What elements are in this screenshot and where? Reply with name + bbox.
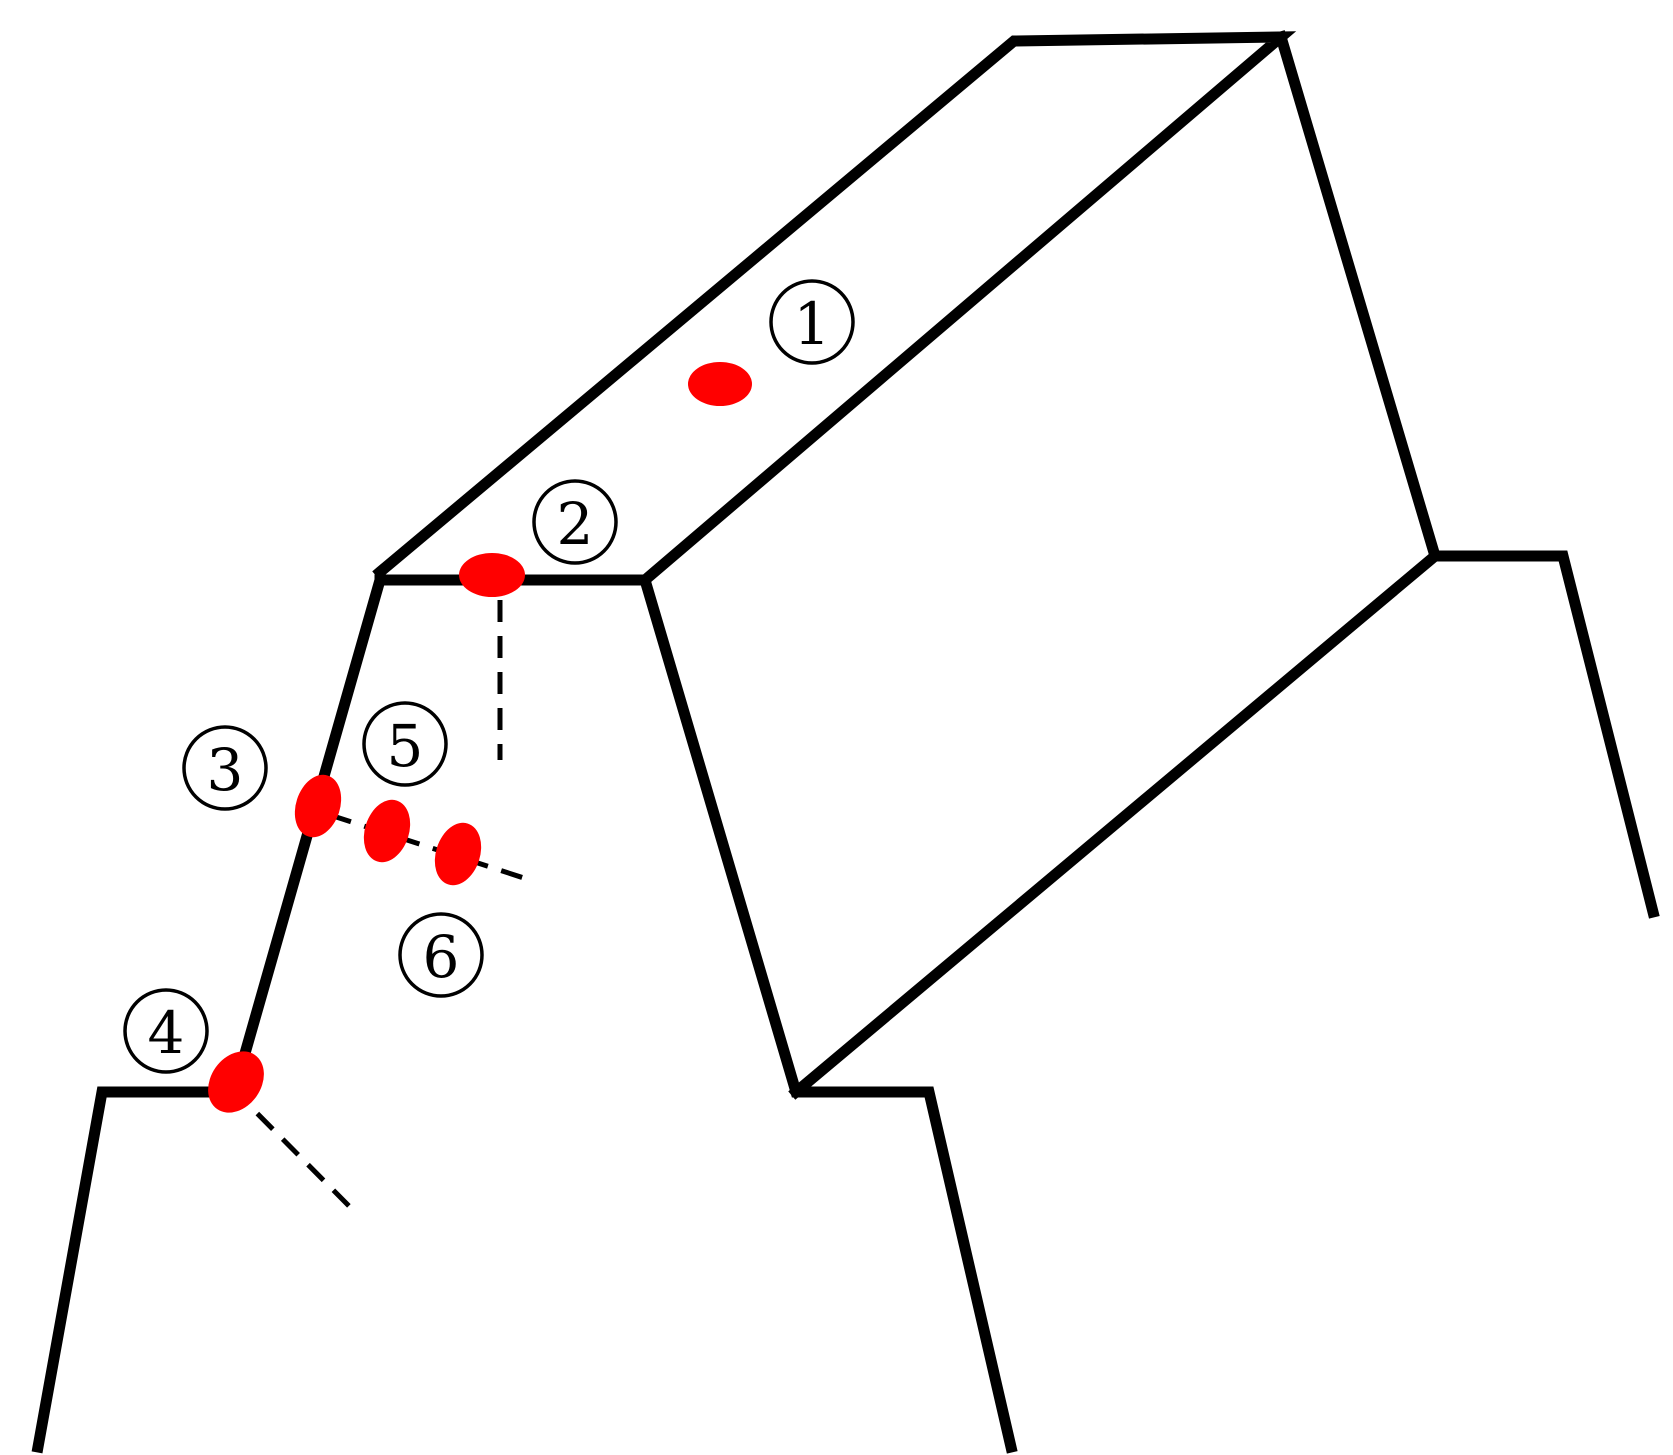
measurement-point-5: [363, 799, 411, 863]
measurement-point-2: [459, 553, 525, 597]
tooth-flank-left-front: [31, 573, 387, 1454]
marker-ring: [123, 988, 209, 1074]
tooth-top-face-outline: [372, 31, 1297, 586]
tooth-flank-right-front: [638, 573, 1018, 1454]
marker-2: 2: [532, 479, 618, 565]
marker-label: 4: [148, 999, 185, 1067]
marker-label: 6: [423, 923, 460, 991]
marker-ring: [769, 279, 855, 365]
guide-line-4: [230, 1086, 352, 1209]
measurement-point-6: [434, 822, 482, 886]
marker-ring: [362, 701, 448, 787]
marker-label: 2: [557, 490, 594, 558]
marker-1: 1: [769, 279, 855, 365]
measurement-points: [208, 362, 752, 1113]
marker-ring: [398, 912, 484, 998]
marker-label: 1: [794, 290, 831, 358]
marker-label: 3: [207, 736, 244, 804]
marker-ring: [532, 479, 618, 565]
marker-4: 4: [123, 988, 209, 1074]
measurement-point-3: [294, 774, 342, 838]
measurement-point-1: [688, 362, 752, 406]
point-markers: 1 2 3 4 5 6: [123, 279, 855, 1074]
marker-3: 3: [182, 725, 268, 811]
tooth-outline: [31, 30, 1660, 1454]
marker-ring: [182, 725, 268, 811]
marker-5: 5: [362, 701, 448, 787]
guide-line-3-6: [329, 812, 531, 883]
tooth-root-back-edge: [788, 548, 1443, 1100]
marker-6: 6: [398, 912, 484, 998]
marker-label: 5: [387, 712, 424, 780]
measurement-point-4: [208, 1051, 264, 1113]
guide-lines: [230, 600, 531, 1209]
tooth-flank-back: [1274, 30, 1660, 919]
